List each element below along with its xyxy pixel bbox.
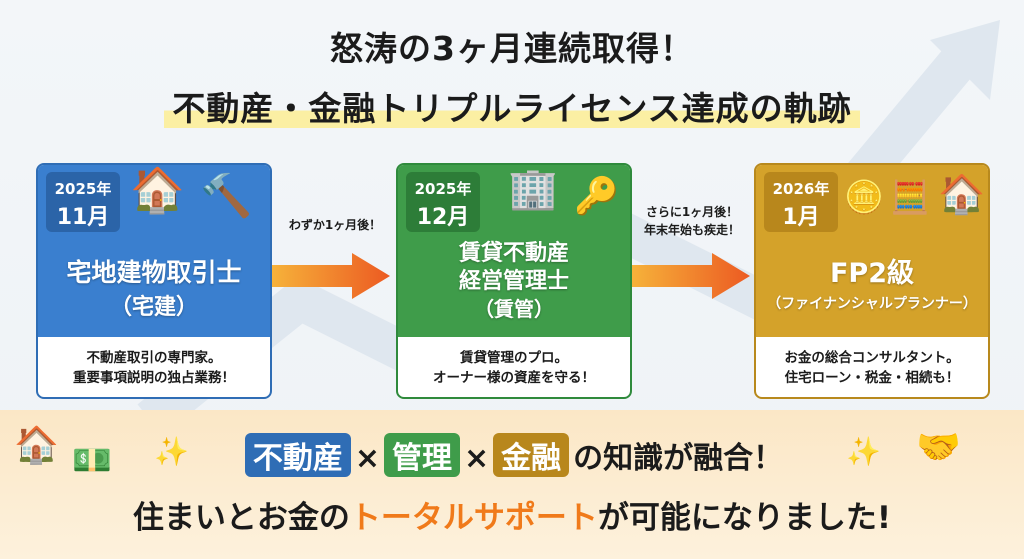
key-icon: 🔑 [574, 176, 619, 217]
summary-line-1: 不動産×管理×金融の知識が融合！ [0, 433, 1024, 477]
title-line-2-text: 不動産・金融トリプルライセンス達成の軌跡 [164, 89, 860, 128]
arrow-right-icon [632, 253, 750, 299]
sparkle-icon: ✨ [154, 435, 189, 468]
date-badge: 2026年 1月 [764, 172, 838, 232]
desc-line-2: 重要事項説明の独占業務！ [73, 370, 235, 386]
building-icon: 🏢 [508, 166, 558, 212]
badge-year: 2026年 [772, 180, 830, 198]
title-line-1: 怒涛の3ヶ月連続取得！ [330, 29, 694, 68]
calculator-icon: 🧮 [890, 178, 930, 216]
title-line-2: 不動産・金融トリプルライセンス達成の軌跡 [0, 82, 1024, 130]
badge-month: 1月 [782, 205, 820, 230]
card-takken: 2025年 11月 🏠 🔨 宅地建物取引士 （宅建） 不動産取引の専門家。重要事項… [36, 163, 272, 399]
license-name-line-1: 賃貸不動産 [458, 241, 569, 266]
summary-line-2-pre: 住まいとお金の [132, 500, 350, 536]
date-badge: 2025年 11月 [46, 172, 120, 232]
summary-highlight: トータルサポート [349, 500, 598, 536]
times-sign: × [464, 441, 490, 476]
tag-management: 管理 [384, 433, 460, 477]
badge-month: 11月 [56, 205, 110, 230]
arrow-label-2-line-1: さらに1ヶ月後！ [645, 205, 739, 219]
times-sign: × [354, 441, 380, 476]
tag-real-estate: 不動産 [244, 433, 351, 477]
handshake-icon: 🤝 [916, 427, 961, 468]
desc-line-2: 住宅ローン・税金・相続も！ [784, 370, 960, 386]
desc-line-1: 賃貸管理のプロ。 [460, 350, 568, 366]
card-fp2: 2026年 1月 🪙 🧮 🏠 FP2級 （ファイナンシャルプランナー） お金の総合… [754, 163, 990, 399]
card-chinkan: 2025年 12月 🏢 🔑 賃貸不動産 経営管理士 （賃管） 賃貸管理のプロ。オー… [396, 163, 632, 399]
badge-year: 2025年 [54, 180, 112, 198]
summary-line-2: 住まいとお金のトータルサポートが可能になりました! [0, 492, 1024, 537]
desc-line-1: お金の総合コンサルタント。 [784, 350, 960, 366]
arrow-label-2: さらに1ヶ月後！ 年末年始も疾走！ [632, 203, 752, 239]
license-name-line-2: 経営管理士 [458, 269, 569, 294]
coins-icon: 🪙 [844, 178, 884, 216]
license-name: FP2級 [829, 258, 915, 289]
arrow-right-icon [272, 253, 390, 299]
license-name: 宅地建物取引士 [66, 258, 242, 287]
license-abbr: （賃管） [474, 297, 554, 321]
house-icon: 🏠 [130, 165, 185, 216]
arrow-label-1: わずか1ヶ月後！ [288, 218, 382, 232]
badge-month: 12月 [416, 205, 470, 230]
arrow-label-2-line-2: 年末年始も疾走！ [643, 223, 740, 237]
gavel-icon: 🔨 [200, 171, 253, 220]
money-icon: 💵 [72, 441, 112, 479]
license-abbr: （宅建） [109, 295, 198, 320]
summary-suffix: の知識が融合！ [573, 441, 784, 476]
sparkle-icon: ✨ [846, 435, 881, 468]
badge-year: 2025年 [414, 180, 472, 198]
date-badge: 2025年 12月 [406, 172, 480, 232]
house-icon: 🏠 [14, 425, 59, 466]
desc-line-1: 不動産取引の専門家。 [86, 350, 222, 366]
license-abbr: （ファイナンシャルプランナー） [767, 296, 977, 312]
tag-finance: 金融 [493, 433, 570, 477]
house-icon: 🏠 [938, 172, 986, 216]
desc-line-2: オーナー様の資産を守る！ [433, 370, 595, 386]
summary-line-2-post: が可能になりました! [597, 500, 892, 536]
